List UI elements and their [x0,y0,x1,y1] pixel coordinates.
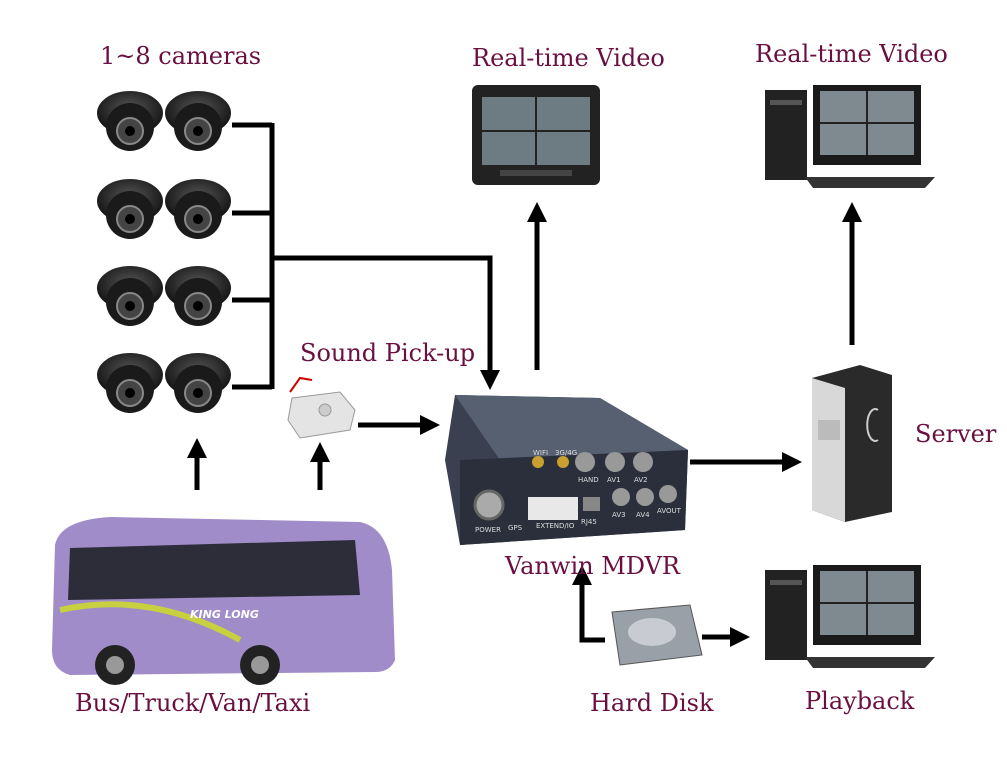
port-label: AV2 [634,476,648,484]
port-label: HAND [578,476,599,484]
arrows [187,202,862,647]
label-cameras: 1~8 cameras [100,42,262,70]
label-pc-video: Real-time Video [755,40,948,68]
port-label: RJ45 [581,518,597,526]
port-label: GPS [508,524,523,532]
monitor-image [472,85,600,185]
pc-playback-image [765,565,935,668]
cameras-group [97,91,231,413]
dome-camera-icon [97,266,163,326]
sound-pickup-device [287,376,356,439]
label-server: Server [915,420,997,448]
label-vehicles: Bus/Truck/Van/Taxi [75,689,311,717]
dome-camera-icon [97,91,163,151]
dome-camera-icon [165,353,231,413]
dome-camera-icon [165,179,231,239]
label-monitor-video: Real-time Video [472,44,665,72]
dome-camera-icon [97,353,163,413]
port-label: EXTEND/IO [536,522,575,530]
bus-logo: KING LONG [190,608,259,621]
camera-connector-lines [232,122,500,390]
bus-image: KING LONG [52,517,395,685]
label-sound: Sound Pick-up [300,339,476,367]
mdvr-device: WIFI 3G/4G HAND AV1 AV2 AV3 AV4 AVOUT PO… [445,395,688,545]
dome-camera-icon [165,91,231,151]
arrow-disk-to-mdvr [572,565,605,643]
hard-disk-image [611,604,703,666]
dome-camera-icon [165,266,231,326]
label-hard-disk: Hard Disk [590,689,714,717]
port-label: AV3 [612,511,626,519]
port-label: AV1 [607,476,621,484]
port-label: 3G/4G [555,449,577,457]
label-playback: Playback [805,687,915,715]
server-image [812,365,892,522]
port-label: AV4 [636,511,650,519]
port-label: WIFI [533,449,548,457]
port-label: POWER [475,526,501,534]
dome-camera-icon [97,179,163,239]
pc-realtime-image [765,85,935,188]
label-mdvr: Vanwin MDVR [505,552,680,580]
port-label: AVOUT [657,507,682,515]
